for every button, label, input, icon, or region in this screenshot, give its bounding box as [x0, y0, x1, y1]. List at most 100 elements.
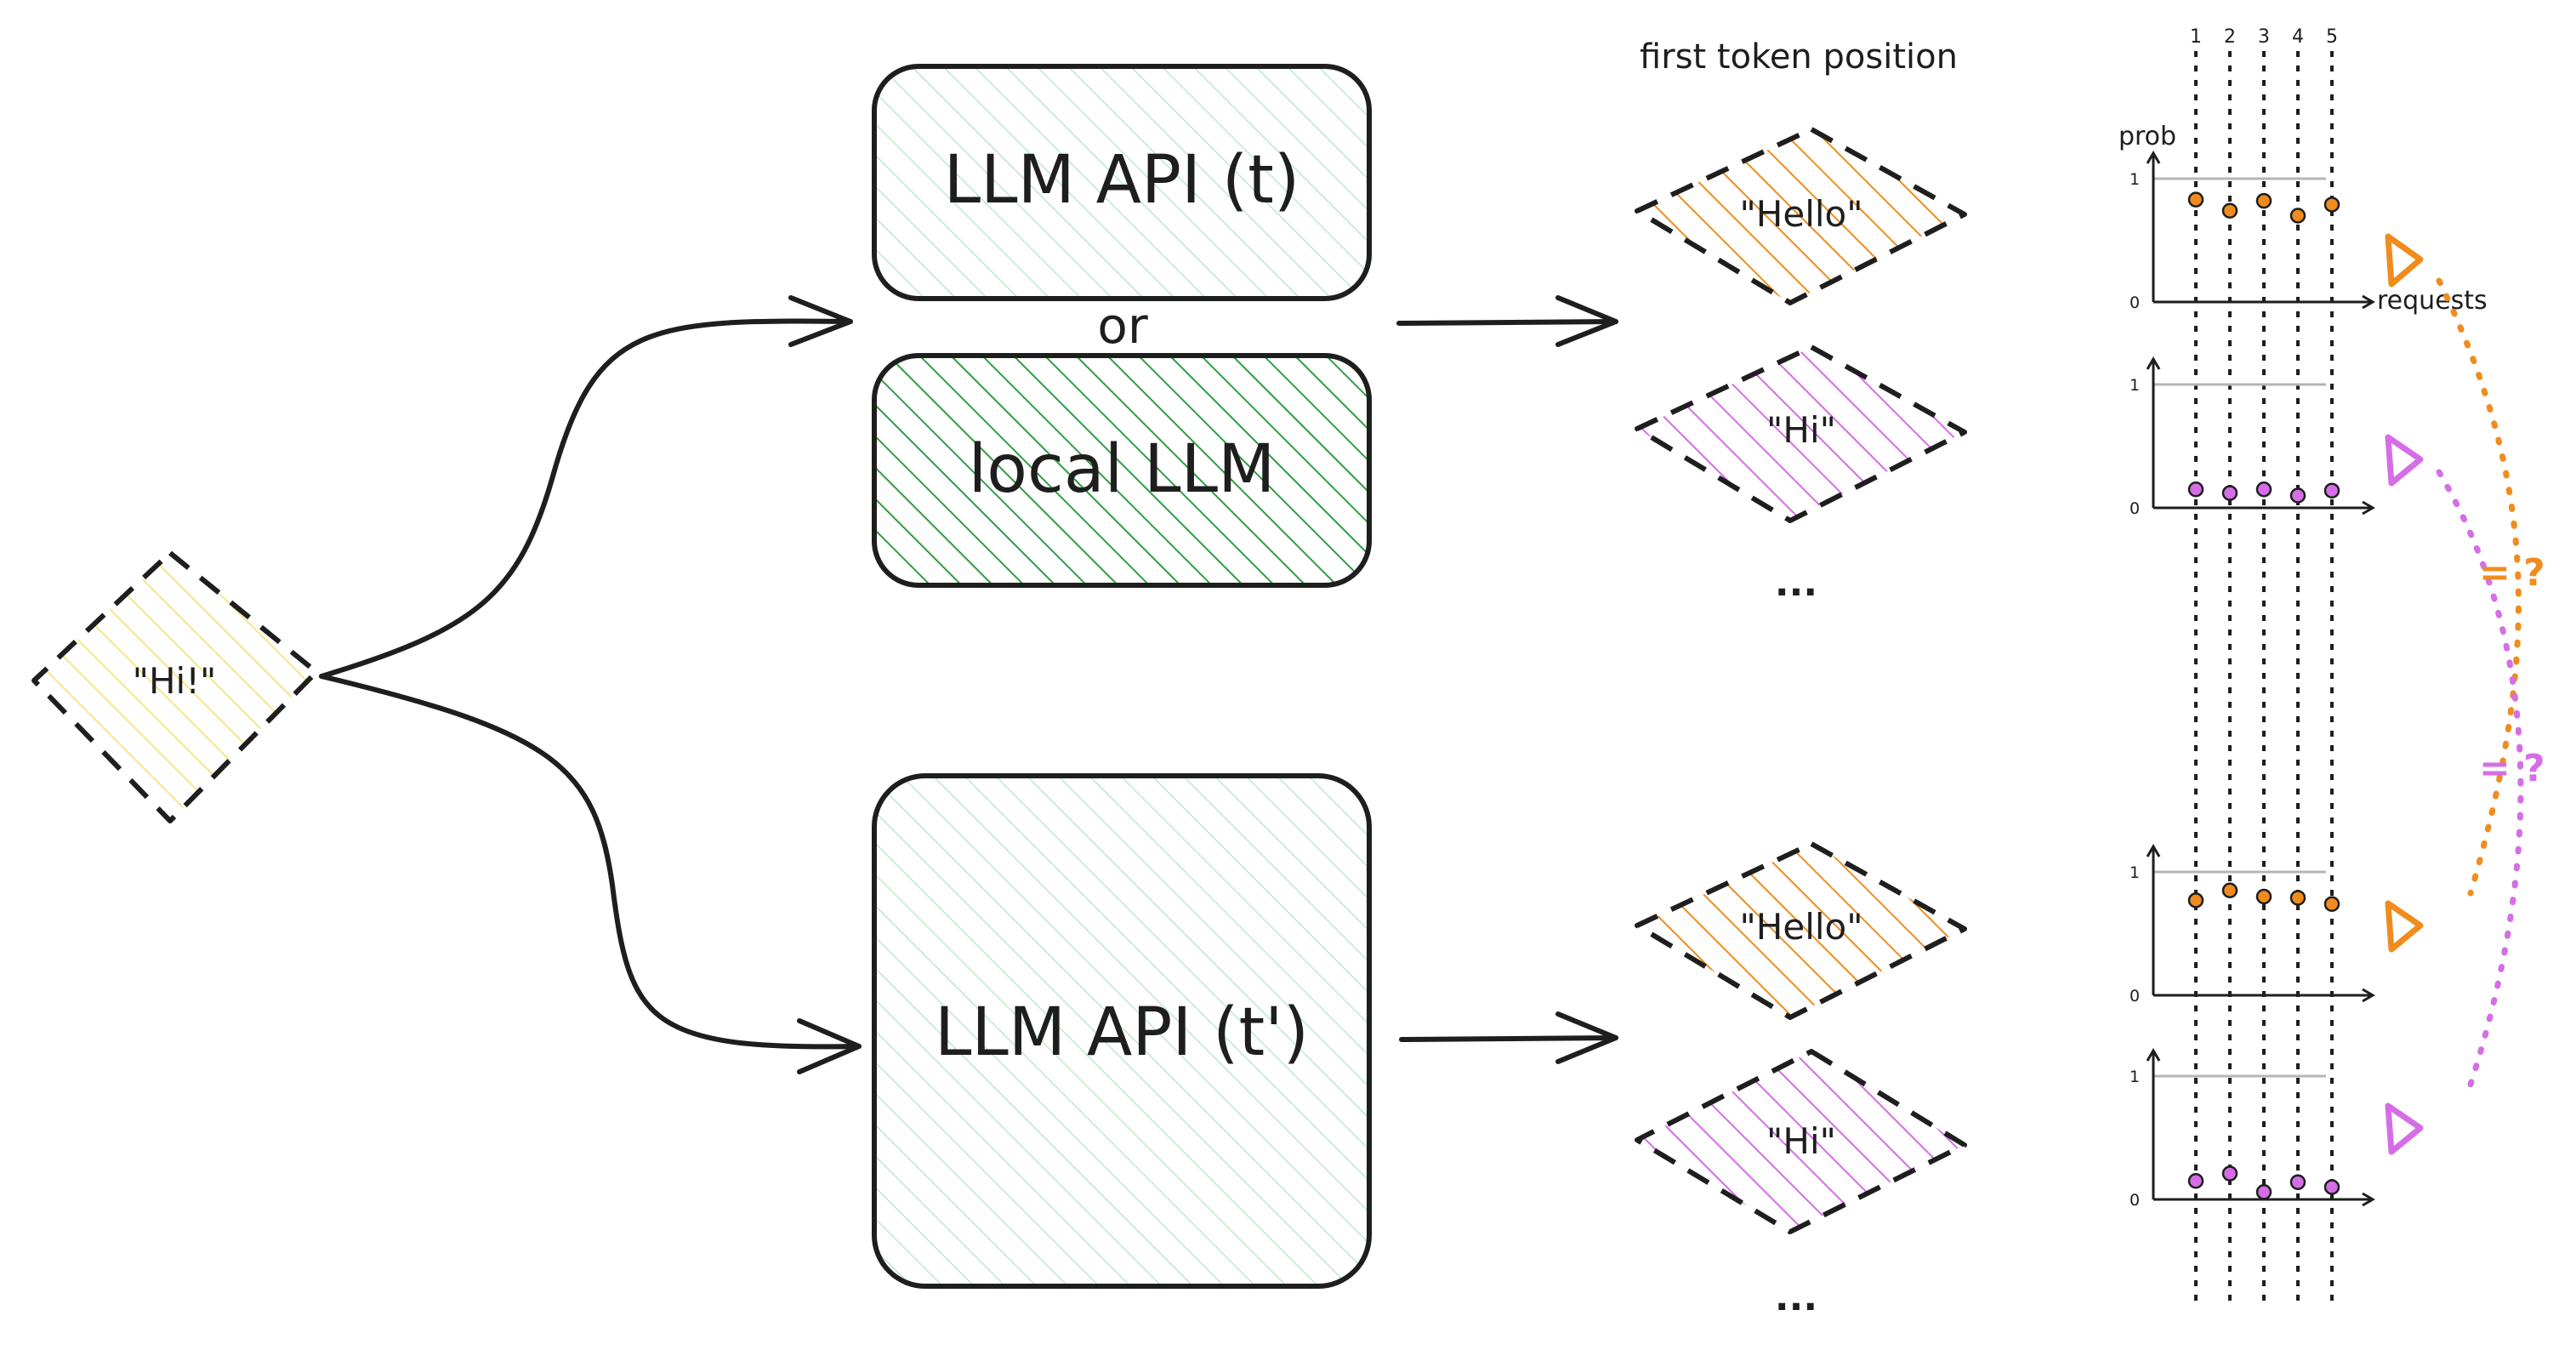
arrowhead-top-tokens — [1555, 295, 1618, 347]
probability-point — [2221, 1165, 2238, 1182]
hello-bottom-label: "Hello" — [1739, 906, 1862, 948]
probability-point — [2221, 202, 2238, 219]
purple-equals-label: = ? — [2479, 747, 2545, 790]
api-t-box — [872, 64, 1372, 301]
probability-point — [2221, 882, 2238, 898]
probability-point — [2289, 208, 2306, 224]
hi-top-label: "Hi" — [1766, 409, 1836, 451]
api-t-prime-box — [872, 773, 1372, 1289]
y-tick-zero: 0 — [2130, 987, 2140, 1005]
request-column-number: 3 — [2258, 26, 2270, 48]
more-tokens-top: ... — [1775, 561, 1817, 605]
token-hi-bottom: "Hi" — [1635, 1049, 1967, 1234]
x-axis-arrowhead — [2362, 988, 2375, 1003]
probability-point — [2289, 890, 2306, 906]
x-axis-arrowhead — [2362, 500, 2375, 516]
probability-point — [2255, 1184, 2272, 1200]
probability-point — [2323, 197, 2340, 213]
hello-top-diamond — [1635, 127, 1967, 305]
arrowhead-bottom-tokens — [1555, 1011, 1618, 1064]
orange-marker-bottom — [2385, 900, 2424, 953]
probability-point — [2187, 191, 2204, 208]
y-tick-one: 1 — [2130, 170, 2140, 189]
token-hi-top: "Hi" — [1635, 345, 1967, 523]
probability-point — [2187, 892, 2204, 909]
request-column-number: 5 — [2326, 26, 2338, 48]
model-local: local LLM — [872, 353, 1372, 588]
input-diamond — [31, 550, 319, 823]
y-tick-zero: 0 — [2130, 1191, 2140, 1210]
y-tick-one: 1 — [2130, 863, 2140, 882]
probability-point — [2323, 482, 2340, 498]
probability-point — [2289, 487, 2306, 504]
x-axis-arrowhead — [2362, 1192, 2375, 1207]
probability-point — [2187, 1173, 2204, 1189]
connector-to-top — [319, 318, 853, 679]
model-output-arrows — [1396, 295, 1618, 1064]
requests-axis-label: requests — [2377, 286, 2488, 316]
hello-bottom-diamond — [1635, 841, 1967, 1020]
prob-axis-label: prob — [2118, 122, 2176, 151]
local-box — [872, 353, 1372, 588]
input-connectors — [319, 295, 862, 1074]
y-tick-one: 1 — [2130, 376, 2140, 395]
y-axis-arrowhead — [2146, 151, 2161, 164]
comparison-connectors — [2436, 277, 2524, 1101]
probability-point — [2289, 1174, 2306, 1190]
token-hello-bottom: "Hello" — [1635, 841, 1967, 1020]
probability-point — [2187, 481, 2204, 498]
hi-top-diamond — [1635, 345, 1967, 523]
prob-plot-panel: 10 — [2130, 356, 2375, 518]
model-api-t-prime: LLM API (t') — [872, 773, 1372, 1289]
input-node: "Hi!" — [31, 550, 319, 823]
arrow-top-to-tokens — [1396, 319, 1618, 326]
tokens-heading: first token position — [1640, 37, 1958, 77]
purple-compare-line — [2436, 469, 2524, 1101]
request-column-lines — [2194, 51, 2334, 1306]
hello-top-label: "Hello" — [1739, 193, 1862, 235]
prob-plot-panel: 10 — [2130, 1048, 2375, 1210]
connector-to-bottom — [319, 674, 862, 1050]
probability-point — [2221, 485, 2238, 501]
prob-plot-panel: 10 — [2130, 151, 2375, 312]
request-column-number: 1 — [2190, 26, 2202, 48]
api-t-label: LLM API (t) — [944, 142, 1300, 219]
orange-compare-line — [2436, 277, 2522, 897]
purple-marker-bottom — [2385, 1102, 2424, 1155]
local-label: local LLM — [969, 431, 1276, 508]
y-axis-arrowhead — [2146, 356, 2161, 370]
y-tick-zero: 0 — [2130, 499, 2140, 518]
probability-point — [2255, 888, 2272, 905]
comparison-triangles — [2385, 233, 2424, 1155]
probability-point — [2323, 1179, 2340, 1195]
token-hello-top: "Hello" — [1635, 127, 1967, 305]
request-column-number: 4 — [2292, 26, 2304, 48]
more-tokens-bottom: ... — [1775, 1276, 1817, 1319]
y-axis-arrowhead — [2146, 1048, 2161, 1062]
hi-bottom-label: "Hi" — [1766, 1120, 1836, 1162]
probability-point — [2255, 192, 2272, 209]
y-axis-arrowhead — [2146, 844, 2161, 857]
arrowhead-top — [788, 295, 853, 347]
or-label: or — [1097, 297, 1147, 355]
prob-plot-panel: 10 — [2130, 844, 2375, 1005]
y-tick-one: 1 — [2130, 1068, 2140, 1086]
input-label: "Hi!" — [133, 660, 217, 702]
api-t-prime-label: LLM API (t') — [935, 994, 1309, 1071]
orange-equals-label: = ? — [2479, 551, 2545, 595]
orange-marker-top — [2385, 233, 2424, 288]
request-column-number: 2 — [2224, 26, 2236, 48]
y-tick-zero: 0 — [2130, 293, 2140, 312]
probability-point — [2255, 481, 2272, 498]
arrow-bottom-to-tokens — [1399, 1035, 1618, 1042]
hi-bottom-diamond — [1635, 1049, 1967, 1234]
arrowhead-bottom — [797, 1018, 862, 1074]
model-api-t: LLM API (t) — [872, 64, 1372, 301]
purple-marker-top — [2385, 434, 2424, 487]
x-axis-arrowhead — [2362, 294, 2375, 310]
probability-point — [2323, 896, 2340, 912]
